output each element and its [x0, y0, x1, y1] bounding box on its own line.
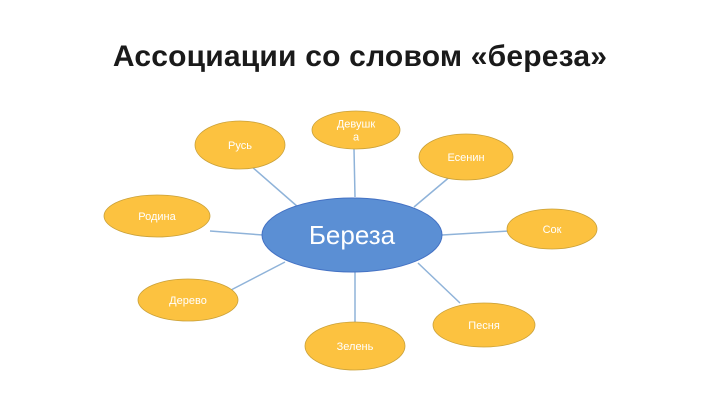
connector-esenin	[413, 174, 453, 208]
node-devushka-label: а	[353, 132, 360, 144]
connector-derevo	[230, 261, 286, 291]
node-devushka-shape	[311, 110, 401, 150]
node-derevo-shape	[137, 278, 239, 322]
node-sok-shape	[506, 208, 598, 250]
node-pesnya-shape	[432, 302, 536, 348]
node-sok: Сок	[506, 208, 598, 250]
node-esenin-label: Есенин	[447, 152, 484, 164]
node-zelen: Зелень	[304, 321, 406, 371]
node-zelen-shape	[304, 321, 406, 371]
connector-sok	[441, 230, 510, 236]
node-sok-label: Сок	[543, 224, 562, 236]
connector-devushka	[353, 148, 356, 198]
node-pesnya-label: Песня	[468, 320, 500, 332]
center-node-shape	[261, 197, 443, 273]
node-rus-label: Русь	[228, 140, 252, 152]
node-rus-shape	[194, 120, 286, 170]
connectors	[209, 148, 510, 322]
node-devushka-label: Девушк	[337, 119, 375, 131]
outer-nodes: ДевушкаРусьЕсенинРодинаСокДеревоПесняЗел…	[103, 110, 598, 371]
connector-pesnya	[417, 262, 461, 304]
node-derevo-label: Дерево	[169, 295, 207, 307]
node-rodina: Родина	[103, 194, 211, 238]
node-esenin: Есенин	[418, 133, 514, 181]
node-zelen-label: Зелень	[337, 341, 374, 353]
slide-title: Ассоциации со словом «береза»	[112, 40, 608, 73]
node-rodina-label: Родина	[138, 211, 176, 223]
node-rodina-shape	[103, 194, 211, 238]
connector-rus	[250, 165, 299, 208]
center-node-label: Береза	[309, 220, 396, 250]
center-node: Береза	[261, 197, 443, 273]
node-esenin-shape	[418, 133, 514, 181]
node-derevo: Дерево	[137, 278, 239, 322]
connector-rodina	[209, 230, 264, 236]
node-rus: Русь	[194, 120, 286, 170]
node-pesnya: Песня	[432, 302, 536, 348]
